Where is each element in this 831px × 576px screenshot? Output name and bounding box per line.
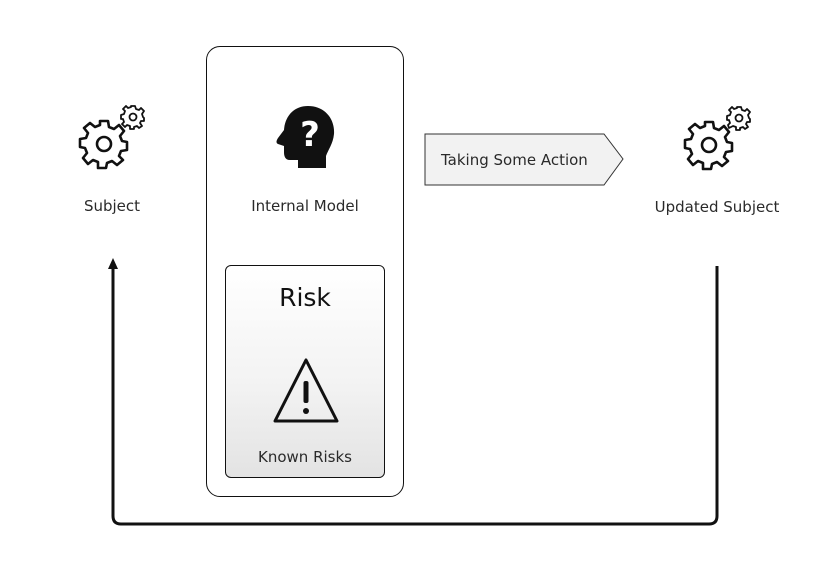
head-question-icon: ? [276, 106, 335, 168]
svg-text:?: ? [300, 115, 320, 155]
updated-subject-label: Updated Subject [654, 198, 780, 216]
known-risks-label: Known Risks [258, 448, 352, 466]
risk-title: Risk [279, 283, 331, 312]
action-label: Taking Some Action [441, 151, 588, 169]
subject-label: Subject [83, 197, 141, 215]
updated-subject-gears-icon [683, 106, 751, 171]
feedback-arrowhead [108, 258, 118, 269]
risk-box [225, 265, 385, 478]
warning-triangle-icon [273, 358, 339, 423]
action-arrow-shape [424, 133, 624, 186]
subject-gears-icon [78, 105, 145, 170]
internal-model-label: Internal Model [251, 197, 359, 215]
feedback-loop-connector [111, 266, 719, 526]
